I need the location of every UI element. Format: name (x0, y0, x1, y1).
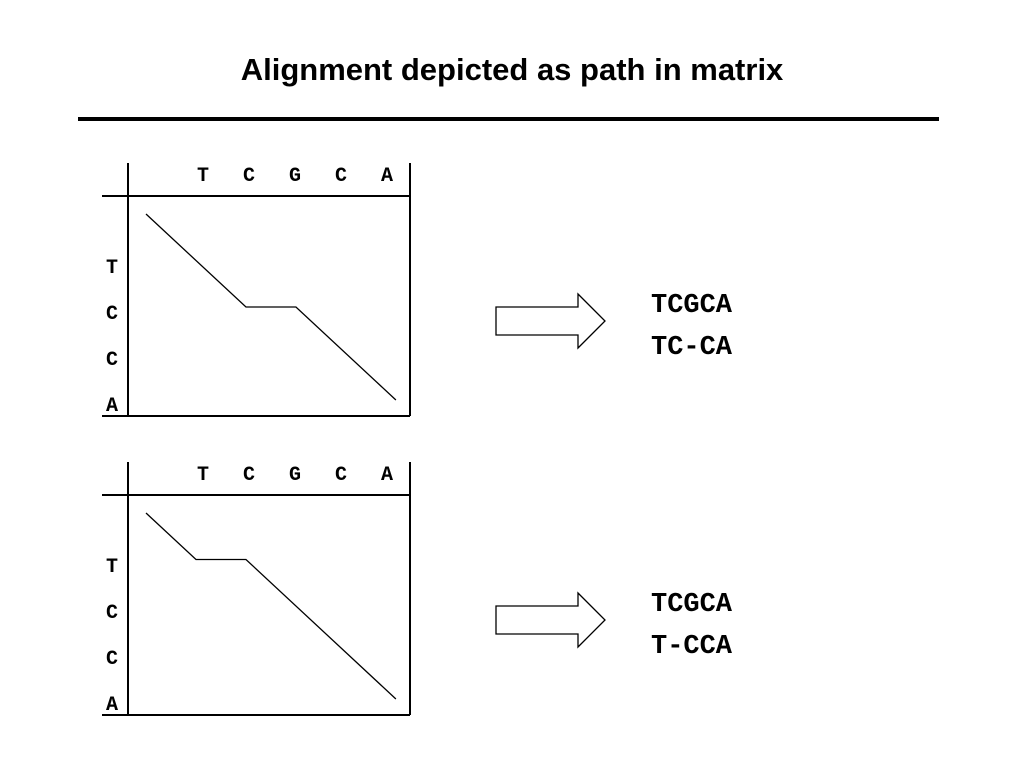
column-label: C (243, 464, 255, 487)
column-label: G (289, 464, 301, 487)
alignment-sequence: TCGCA (651, 291, 733, 321)
row-label: C (106, 602, 118, 625)
row-label: A (106, 694, 118, 717)
column-label: A (381, 464, 393, 487)
title-divider (78, 117, 939, 121)
column-label: T (197, 165, 209, 188)
row-label: C (106, 349, 118, 372)
alignment-sequence: TCGCA (651, 590, 733, 620)
row-label: A (106, 395, 118, 418)
row-label: C (106, 648, 118, 671)
column-label: A (381, 165, 393, 188)
alignment-path (145, 512, 397, 700)
column-label: C (243, 165, 255, 188)
page-title: Alignment depicted as path in matrix (240, 52, 784, 87)
row-label: C (106, 303, 118, 326)
row-label: T (106, 257, 118, 280)
row-label: T (106, 556, 118, 579)
alignment-sequence: TC-CA (651, 333, 733, 363)
right-arrow-icon (495, 591, 606, 649)
column-label: G (289, 165, 301, 188)
column-label: T (197, 464, 209, 487)
right-arrow-icon (495, 292, 606, 350)
column-label: C (335, 464, 347, 487)
alignment-sequence: T-CCA (651, 632, 733, 662)
column-label: C (335, 165, 347, 188)
alignment-path (145, 213, 397, 401)
